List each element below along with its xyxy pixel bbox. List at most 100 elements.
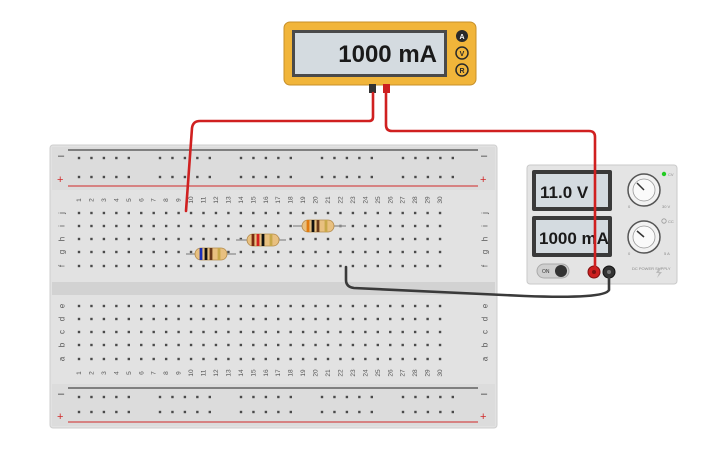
terminal-hole[interactable] (214, 343, 218, 347)
terminal-hole[interactable] (177, 237, 180, 241)
terminal-hole[interactable] (177, 343, 180, 347)
rail-hole[interactable] (171, 395, 174, 399)
rail-hole[interactable] (370, 410, 373, 414)
rail-hole[interactable] (102, 156, 106, 160)
wire-meter-ma-to-positive[interactable] (384, 91, 597, 268)
terminal-hole[interactable] (140, 211, 143, 215)
terminal-hole[interactable] (140, 343, 143, 347)
rail-hole[interactable] (451, 175, 454, 179)
terminal-hole[interactable] (189, 304, 193, 308)
terminal-hole[interactable] (227, 250, 230, 254)
terminal-hole[interactable] (351, 250, 355, 254)
rail-hole[interactable] (127, 175, 130, 179)
terminal-hole[interactable] (426, 304, 429, 308)
terminal-hole[interactable] (413, 304, 417, 308)
terminal-hole[interactable] (289, 317, 292, 321)
rail-hole[interactable] (320, 175, 324, 179)
terminal-hole[interactable] (189, 343, 193, 347)
terminal-hole[interactable] (202, 237, 205, 241)
rail-hole[interactable] (439, 175, 442, 179)
terminal-hole[interactable] (389, 304, 392, 308)
rail-hole[interactable] (77, 410, 81, 414)
terminal-hole[interactable] (264, 317, 267, 321)
terminal-hole[interactable] (202, 330, 205, 334)
rail-hole[interactable] (127, 395, 130, 399)
rail-hole[interactable] (127, 410, 130, 414)
terminal-hole[interactable] (140, 317, 143, 321)
rail-hole[interactable] (90, 156, 93, 160)
terminal-hole[interactable] (189, 264, 193, 268)
terminal-hole[interactable] (364, 304, 367, 308)
terminal-hole[interactable] (277, 250, 280, 254)
terminal-hole[interactable] (401, 224, 404, 228)
terminal-hole[interactable] (314, 317, 317, 321)
terminal-hole[interactable] (426, 237, 429, 241)
terminal-hole[interactable] (152, 304, 155, 308)
terminal-hole[interactable] (177, 250, 180, 254)
breadboard[interactable]: – – + + – – + + 112233445566778899101011… (49, 144, 498, 429)
terminal-hole[interactable] (301, 304, 305, 308)
terminal-hole[interactable] (202, 317, 205, 321)
terminal-hole[interactable] (102, 317, 106, 321)
terminal-hole[interactable] (127, 237, 130, 241)
terminal-hole[interactable] (277, 224, 280, 228)
terminal-hole[interactable] (339, 357, 342, 361)
rail-hole[interactable] (345, 175, 349, 179)
terminal-hole[interactable] (202, 357, 205, 361)
rail-hole[interactable] (252, 410, 255, 414)
terminal-hole[interactable] (426, 224, 429, 228)
terminal-hole[interactable] (77, 211, 81, 215)
rail-hole[interactable] (426, 175, 430, 179)
terminal-hole[interactable] (152, 357, 155, 361)
terminal-hole[interactable] (376, 264, 379, 268)
rail-hole[interactable] (345, 156, 349, 160)
rail-hole[interactable] (277, 410, 280, 414)
rail-hole[interactable] (289, 175, 292, 179)
rail-hole[interactable] (196, 395, 199, 399)
terminal-hole[interactable] (227, 357, 230, 361)
terminal-hole[interactable] (115, 330, 118, 334)
rail-hole[interactable] (320, 410, 324, 414)
terminal-hole[interactable] (314, 250, 317, 254)
terminal-hole[interactable] (289, 211, 292, 215)
rail-hole[interactable] (183, 156, 187, 160)
terminal-hole[interactable] (90, 357, 93, 361)
rail-hole[interactable] (414, 156, 417, 160)
rail-hole[interactable] (239, 175, 243, 179)
terminal-hole[interactable] (152, 237, 155, 241)
terminal-hole[interactable] (102, 224, 106, 228)
rail-hole[interactable] (451, 410, 454, 414)
rail-hole[interactable] (115, 395, 118, 399)
terminal-hole[interactable] (376, 211, 379, 215)
rail-hole[interactable] (239, 156, 243, 160)
terminal-hole[interactable] (413, 317, 417, 321)
terminal-hole[interactable] (364, 237, 367, 241)
terminal-hole[interactable] (102, 330, 106, 334)
terminal-hole[interactable] (90, 211, 93, 215)
terminal-hole[interactable] (277, 264, 280, 268)
rail-hole[interactable] (414, 410, 417, 414)
terminal-hole[interactable] (289, 343, 292, 347)
terminal-hole[interactable] (351, 237, 355, 241)
terminal-hole[interactable] (389, 317, 392, 321)
terminal-hole[interactable] (127, 250, 130, 254)
terminal-hole[interactable] (277, 211, 280, 215)
rail-hole[interactable] (77, 395, 81, 399)
terminal-hole[interactable] (351, 317, 355, 321)
rail-hole[interactable] (158, 175, 162, 179)
terminal-hole[interactable] (264, 224, 267, 228)
terminal-hole[interactable] (351, 224, 355, 228)
terminal-hole[interactable] (264, 264, 267, 268)
terminal-hole[interactable] (339, 211, 342, 215)
terminal-hole[interactable] (252, 317, 255, 321)
terminal-hole[interactable] (364, 211, 367, 215)
terminal-hole[interactable] (438, 317, 442, 321)
terminal-hole[interactable] (364, 357, 367, 361)
rail-hole[interactable] (196, 175, 199, 179)
terminal-hole[interactable] (102, 250, 106, 254)
terminal-hole[interactable] (115, 304, 118, 308)
rail-hole[interactable] (158, 156, 162, 160)
terminal-hole[interactable] (376, 317, 379, 321)
terminal-hole[interactable] (140, 224, 143, 228)
power-supply[interactable]: 11.0 V 1000 mA CV 30 V 0 CC 5 A 0 ON DC … (526, 164, 678, 285)
